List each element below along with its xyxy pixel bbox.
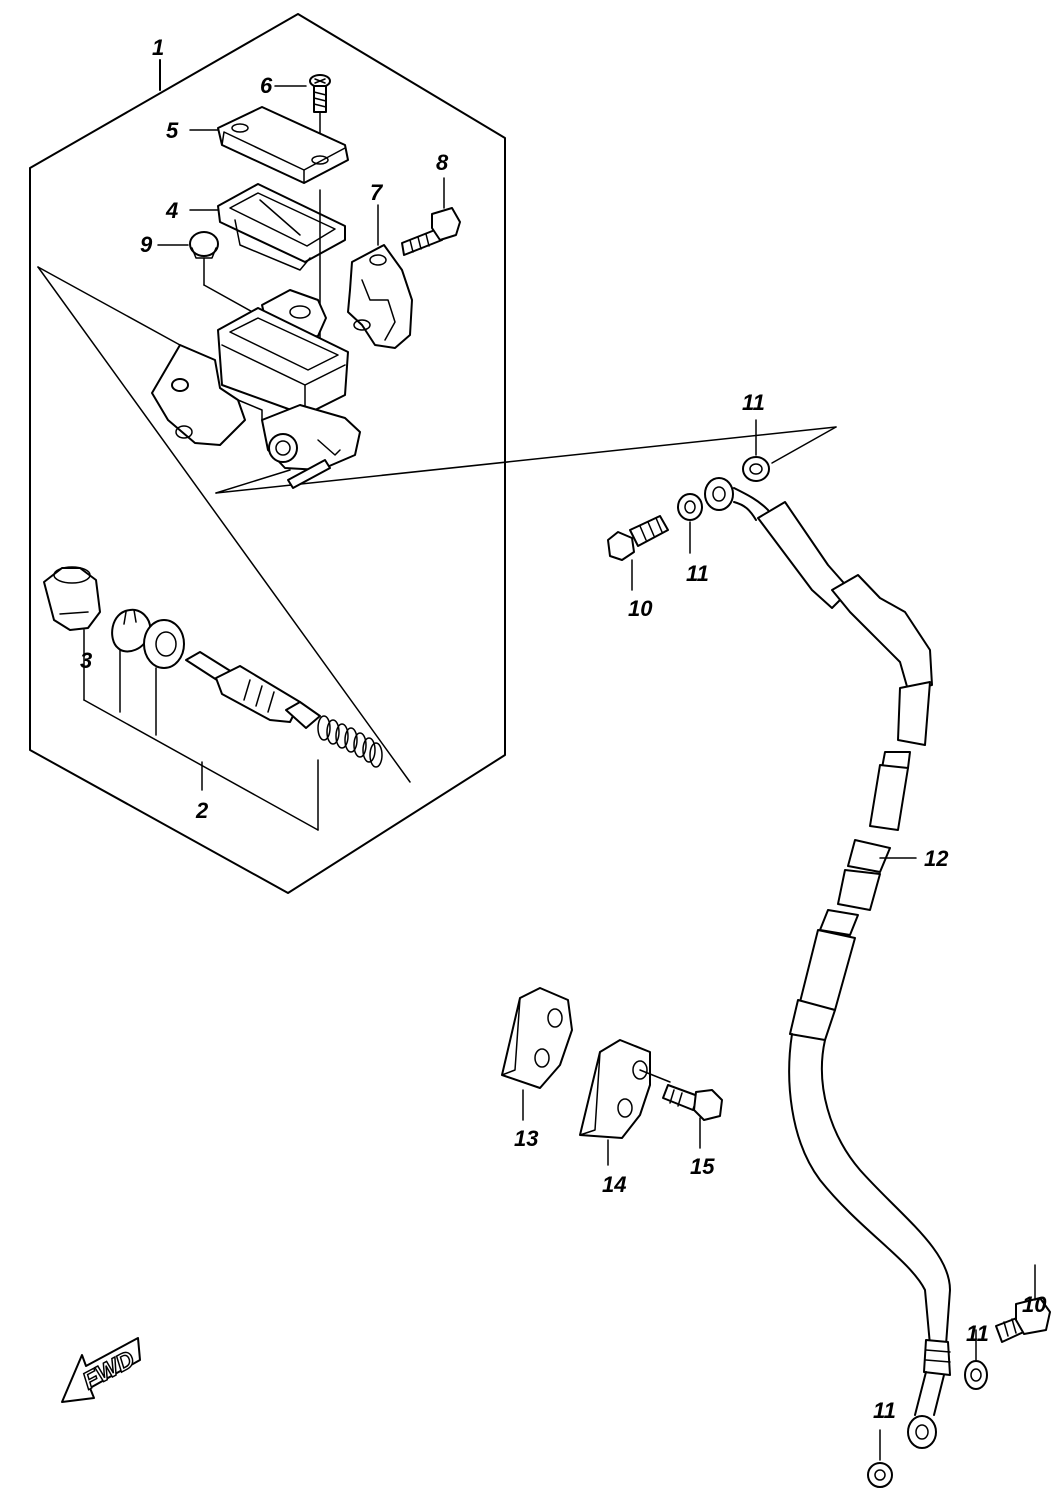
callout-10-top: 10 xyxy=(628,596,653,621)
callout-11-top-a: 11 xyxy=(742,390,765,415)
part-circlip xyxy=(111,608,152,713)
part-11-washer-bottom-a xyxy=(907,1415,937,1449)
callout-13: 13 xyxy=(514,1126,538,1151)
part-13-guide xyxy=(501,987,573,1121)
part-7-clamp xyxy=(347,204,413,349)
forward-direction-arrow: FWD xyxy=(61,1337,141,1403)
callout-2: 2 xyxy=(195,798,209,823)
callout-4: 4 xyxy=(165,198,178,223)
assembly-1-boundary xyxy=(29,13,837,894)
callout-1: 1 xyxy=(152,35,164,60)
callout-11-top-b: 11 xyxy=(686,561,709,586)
part-10-banjo-bolt-bottom xyxy=(995,1264,1051,1343)
part-10-banjo-bolt-top xyxy=(607,515,669,591)
part-11-washer-top-a xyxy=(677,493,703,554)
part-11-washer-bottom-c xyxy=(964,1329,988,1390)
part-6-screw xyxy=(274,74,331,151)
callout-5: 5 xyxy=(166,118,179,143)
callout-12: 12 xyxy=(924,846,949,871)
part-12-hose xyxy=(704,477,951,1416)
part-3-boot xyxy=(43,566,101,701)
part-washer xyxy=(143,619,185,736)
callout-7: 7 xyxy=(370,180,384,205)
part-8-bolt xyxy=(401,177,461,256)
callout-15: 15 xyxy=(690,1154,715,1179)
part-15-bolt xyxy=(662,1084,723,1149)
part-4-diaphragm xyxy=(189,183,346,361)
spring xyxy=(317,715,383,768)
part-9-plug xyxy=(157,231,259,316)
callout-labels: 1 2 3 4 5 6 7 8 9 10 10 11 11 11 11 12 1… xyxy=(80,35,1047,1423)
part-5-reservoir-cap xyxy=(189,106,349,184)
callout-10-bottom: 10 xyxy=(1022,1292,1047,1317)
callout-9: 9 xyxy=(140,232,153,257)
master-cylinder-body xyxy=(151,289,361,489)
part-11-washer-top-b xyxy=(742,419,770,482)
callout-6: 6 xyxy=(260,73,273,98)
part-11-washer-bottom-b xyxy=(867,1429,893,1488)
callout-3: 3 xyxy=(80,648,92,673)
callout-11-bottom-b: 11 xyxy=(873,1398,896,1423)
part-14-guide xyxy=(579,1039,671,1166)
callout-14: 14 xyxy=(602,1172,626,1197)
callout-8: 8 xyxy=(436,150,449,175)
callout-11-bottom-a: 11 xyxy=(966,1321,989,1346)
part-2-piston-spring xyxy=(83,651,383,831)
